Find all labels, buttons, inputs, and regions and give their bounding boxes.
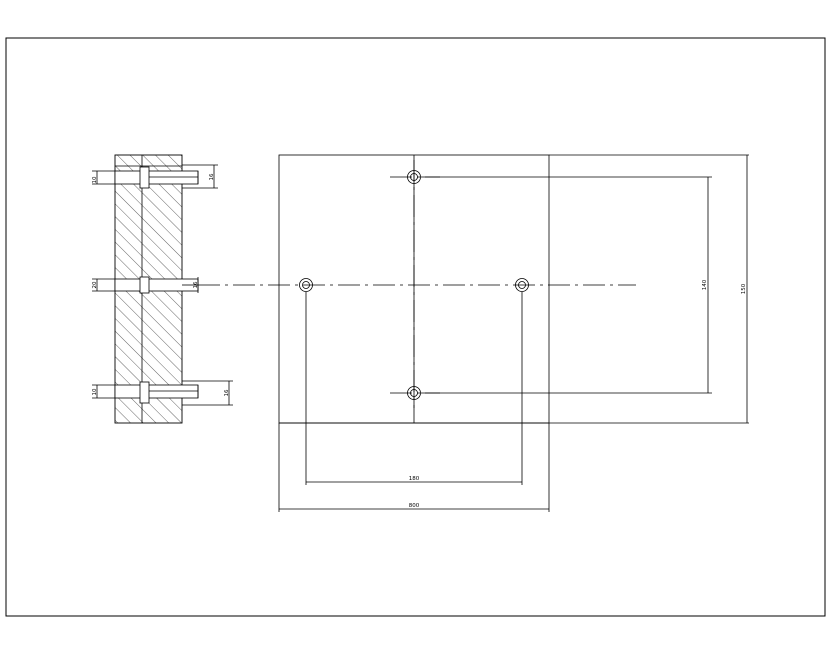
dim-hole-pitch-horizontal: 180	[409, 476, 420, 482]
dim-plate-height: 150	[741, 283, 747, 294]
drawing-border	[5, 37, 826, 617]
dim-side-bot-dia: 10	[92, 388, 98, 395]
hole-top	[407, 170, 421, 184]
bolt-slot-middle	[114, 276, 199, 294]
side-dims-top	[92, 164, 218, 189]
hole-right	[515, 278, 529, 292]
side-dims-bottom	[92, 380, 233, 406]
dim-hole-pitch-vertical: 140	[702, 279, 708, 290]
dim-side-mid-len: 16	[193, 281, 199, 288]
dim-side-top-len: 16	[209, 173, 215, 180]
plan-view: 180 800 140 150	[198, 154, 749, 512]
side-section-view: 10 16 20 16 10 16	[92, 154, 233, 424]
bolt-slot-top	[114, 166, 199, 189]
hole-bottom	[407, 386, 421, 400]
dim-side-mid-dia: 20	[92, 281, 98, 288]
hole-left	[299, 278, 313, 292]
dim-side-bot-len: 16	[224, 389, 230, 396]
dim-plate-width: 800	[409, 503, 420, 509]
bolt-slot-bottom	[114, 381, 199, 404]
dim-side-top-dia: 10	[92, 176, 98, 183]
